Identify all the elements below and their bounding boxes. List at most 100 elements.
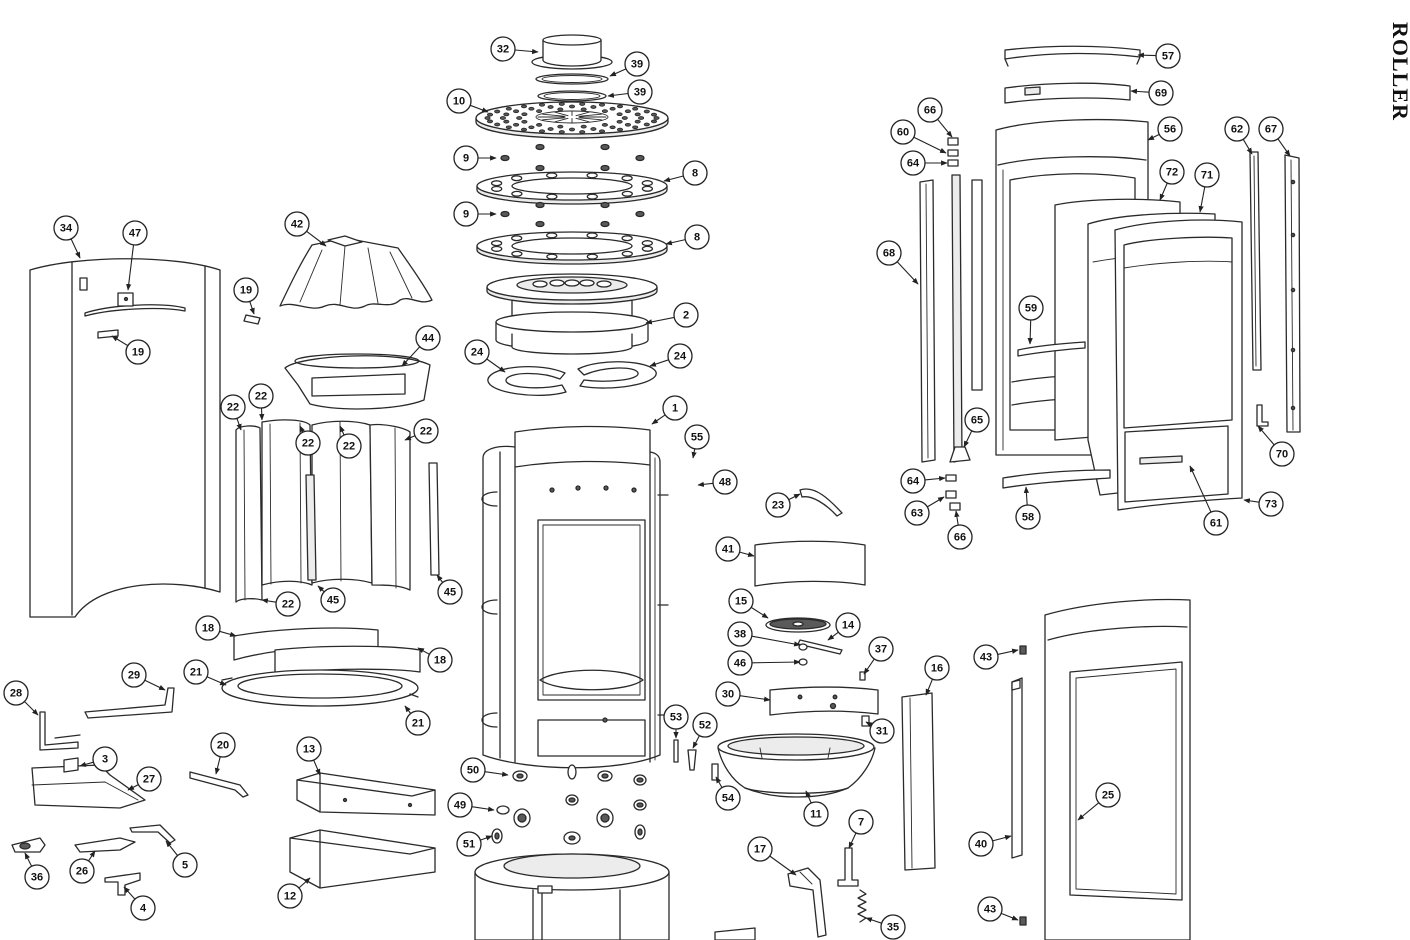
callout: 57	[1137, 43, 1181, 69]
part-main-body-shape	[549, 487, 555, 493]
part-bracket-left-shape	[39, 711, 79, 751]
part-main-body-shape	[481, 712, 498, 728]
perforation-hole	[579, 130, 586, 134]
callout: 45	[436, 574, 463, 605]
perforation-hole	[624, 122, 631, 127]
part-door-screws-shape	[1019, 645, 1027, 655]
callout: 72	[1159, 159, 1185, 201]
callout: 26	[69, 850, 96, 884]
part-half-rings-shape	[487, 365, 567, 397]
ring-hole	[621, 235, 633, 242]
part-bolts-upper-shape	[635, 154, 645, 162]
callout-leader-line	[339, 425, 345, 436]
part-front-plate-shape	[832, 694, 838, 700]
part-door-strip	[1011, 677, 1023, 859]
callout: 27	[127, 766, 162, 792]
callout-number: 16	[931, 663, 943, 675]
part-mount-bracket-shape	[787, 867, 827, 938]
plate-spoke	[554, 111, 569, 117]
part-small-brackets-shape	[104, 872, 141, 896]
part-control-rod-shape	[798, 643, 808, 651]
part-ring-upper	[476, 171, 668, 205]
callout: 58	[1015, 486, 1041, 530]
ring-hole	[586, 193, 598, 200]
callout-number: 17	[754, 844, 766, 856]
callout-number: 26	[76, 866, 88, 878]
callout-number: 57	[1162, 51, 1174, 63]
callout-leader-line	[865, 721, 873, 728]
callout-leader-line	[863, 658, 875, 675]
part-door-seal-strip	[1249, 151, 1262, 371]
part-box-upper-shape	[296, 772, 436, 816]
part-burner-top	[486, 273, 658, 355]
callout-leader-line	[937, 118, 953, 138]
part-outer-door-shape	[1047, 625, 1188, 641]
part-spring	[857, 889, 867, 923]
part-top-collar-shape	[284, 355, 431, 410]
part-gaskets-shape	[537, 90, 607, 102]
callout-number: 8	[694, 232, 700, 244]
callout-number: 44	[422, 333, 435, 345]
perforation-hole	[513, 109, 520, 114]
part-hinge-small-parts-shape	[947, 137, 959, 146]
perforation-hole	[616, 119, 623, 124]
part-top-bar-shape	[1004, 56, 1141, 67]
perforation-hole	[616, 127, 624, 132]
part-main-body-shape	[537, 719, 646, 757]
callout-leader-line	[1147, 133, 1160, 141]
callout: 66	[947, 510, 973, 550]
perforation-hole	[547, 127, 554, 131]
part-top-trim-shape	[1024, 86, 1041, 96]
part-heat-shields-shape	[261, 419, 313, 586]
callout-number: 21	[190, 667, 202, 679]
callout-number: 60	[897, 127, 909, 139]
part-burner-top-shape	[532, 280, 548, 288]
perforation-hole	[598, 129, 606, 134]
callout-leader-line	[927, 496, 945, 508]
part-burner-top-shape	[511, 333, 633, 355]
part-latch-shape	[837, 847, 859, 887]
callout: 11	[803, 790, 829, 827]
callout-number: 31	[876, 726, 888, 738]
callout-number: 10	[453, 96, 465, 108]
part-washers-shape	[517, 813, 527, 823]
part-box-upper-shape	[407, 802, 413, 808]
callout-circle	[427, 647, 453, 673]
callout-leader-line	[997, 648, 1019, 655]
part-bolts-lower	[500, 201, 645, 228]
callout: 22	[404, 418, 439, 444]
ring-hole	[511, 235, 523, 242]
part-side-cladding-shape	[79, 277, 88, 291]
callout: 42	[284, 211, 327, 247]
callout-leader-line	[848, 832, 857, 849]
callout-number: 41	[722, 544, 734, 556]
callout-number: 2	[683, 310, 689, 322]
callout: 7	[848, 809, 874, 849]
callout-number: 68	[883, 248, 895, 260]
callout-circle	[848, 809, 874, 835]
callout-circle	[973, 644, 999, 670]
part-washers-shape	[567, 764, 577, 780]
callout: 67	[1258, 116, 1291, 157]
callout-number: 14	[842, 620, 855, 632]
perforation-hole	[486, 119, 494, 124]
callout: 60	[890, 119, 947, 154]
part-hinge-small-parts-shape	[949, 502, 961, 511]
callout: 22	[220, 394, 246, 431]
callout-leader-line	[219, 630, 237, 637]
part-ring-upper-shape	[476, 171, 668, 201]
part-fire-bowl-shape	[717, 747, 876, 798]
callout-number: 45	[444, 587, 456, 599]
callout: 8	[665, 224, 710, 250]
part-convection-skirt-shape	[327, 235, 363, 247]
callout-circle	[684, 424, 710, 450]
part-front-door-shape	[1123, 236, 1233, 429]
callout: 2	[645, 302, 699, 328]
callout-circle	[904, 500, 930, 526]
ring-hole	[546, 172, 558, 179]
callout-circle	[275, 591, 301, 617]
perforation-hole	[547, 105, 554, 109]
callout-circle	[1157, 116, 1183, 142]
callout-circle	[1258, 116, 1284, 142]
callout-circle	[490, 36, 516, 62]
